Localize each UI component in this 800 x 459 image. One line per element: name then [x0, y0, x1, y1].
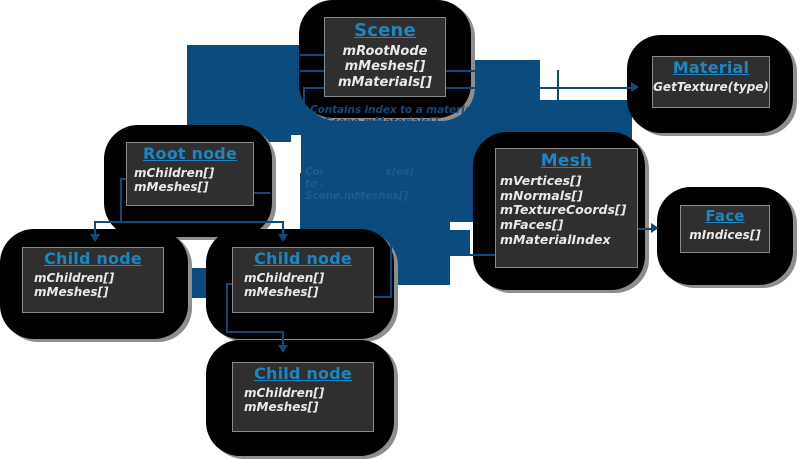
child-node-2-field-mmeshes: mMeshes[]	[244, 284, 319, 299]
note-material-index: Contains index to a material in Scene.mM…	[310, 104, 476, 128]
connector-child3-arrow	[278, 345, 288, 353]
node-panel-child-node-1[interactable]: Child node mChildren[] mMeshes[]	[22, 247, 164, 313]
blue-tab-mesh	[400, 230, 470, 254]
blue-tab-left	[188, 288, 222, 298]
scene-fields: mRootNode mMeshes[] mMaterials[]	[325, 44, 445, 90]
scene-field-mmeshes: mMeshes[]	[344, 59, 426, 75]
root-node-title: Root node	[142, 144, 237, 163]
mesh-title: Mesh	[540, 151, 593, 171]
connector-material-note-riser	[303, 87, 305, 113]
child-node-3-fields: mChildren[] mMeshes[]	[222, 386, 384, 414]
connector-child2-mmeshes-v	[390, 236, 392, 298]
node-panel-child-node-2[interactable]: Child node mChildren[] mMeshes[]	[232, 247, 374, 313]
material-field-gettexture: GetTexture(type)	[653, 79, 769, 94]
connector-child2-drop	[282, 221, 284, 237]
node-panel-material[interactable]: Material GetTexture(type)	[652, 56, 770, 108]
root-node-field-mmeshes: mMeshes[]	[134, 179, 209, 194]
scene-title: Scene	[354, 20, 416, 41]
material-fields: GetTexture(type)	[653, 80, 769, 94]
child-node-1-field-mmeshes: mMeshes[]	[34, 284, 109, 299]
child-node-1-field-mchildren: mChildren[]	[34, 270, 115, 285]
face-fields: mIndices[]	[681, 228, 769, 242]
child-node-3-field-mchildren: mChildren[]	[244, 385, 325, 400]
node-panel-root-node[interactable]: Root node mChildren[] mMeshes[]	[126, 142, 254, 206]
face-title: Face	[705, 207, 745, 225]
connector-scene-to-material-h	[424, 87, 634, 89]
connector-rootnode-children-h	[94, 221, 284, 223]
connector-child2-children-v	[226, 283, 228, 332]
connector-scene-to-material-arrow	[631, 82, 639, 92]
face-field-mindices: mIndices[]	[689, 227, 761, 242]
connector-scene-to-rootnode-arrow	[189, 115, 199, 123]
root-node-field-mchildren: mChildren[]	[134, 165, 215, 180]
connector-mesh-materialindex	[430, 254, 498, 256]
connector-child1-arrow	[90, 234, 100, 242]
mesh-field-mnormals: mNormals[]	[500, 187, 583, 203]
mesh-field-mfaces: mFaces[]	[500, 217, 564, 233]
connector-child2-children-h	[226, 331, 282, 333]
node-panel-child-node-3[interactable]: Child node mChildren[] mMeshes[]	[232, 362, 374, 432]
child-node-1-fields: mChildren[] mMeshes[]	[12, 271, 174, 299]
child-node-2-title: Child node	[254, 249, 352, 268]
connector-mesh-to-face-arrow	[651, 223, 659, 233]
scene-field-mrootnode: mRootNode	[342, 43, 428, 59]
connector-scene-mmaterials-left	[303, 87, 325, 89]
connector-scene-to-mesh-v	[557, 70, 559, 122]
mesh-fields: mVertices[] mNormals[] mTextureCoords[] …	[492, 172, 641, 248]
connector-child1-drop	[94, 221, 96, 237]
child-node-3-field-mmeshes: mMeshes[]	[244, 399, 319, 414]
mesh-field-mmaterialindex: mMaterialIndex	[500, 231, 611, 247]
blob-notch-a	[291, 135, 301, 173]
connector-scene-to-mesh-h	[424, 70, 540, 72]
note-mesh-index-occluder	[322, 166, 386, 192]
child-node-2-fields: mChildren[] mMeshes[]	[222, 271, 384, 299]
root-node-fields: mChildren[] mMeshes[]	[120, 166, 260, 194]
mesh-field-mtexturecoords: mTextureCoords[]	[500, 202, 627, 218]
connector-child3-drop	[282, 331, 284, 348]
node-panel-face[interactable]: Face mIndices[]	[680, 205, 770, 253]
material-title: Material	[672, 58, 750, 77]
connector-scene-to-rootnode-v	[193, 56, 195, 118]
connector-scene-mmeshes-left	[300, 70, 324, 72]
node-panel-mesh[interactable]: Mesh mVertices[] mNormals[] mTextureCoor…	[495, 148, 638, 268]
scene-field-mmaterials: mMaterials[]	[337, 74, 432, 90]
connector-scene-to-mesh-arrow	[553, 120, 563, 128]
node-panel-scene[interactable]: Scene mRootNode mMeshes[] mMaterials[]	[324, 17, 446, 97]
connector-scene-rootnode	[300, 54, 340, 56]
child-node-2-field-mchildren: mChildren[]	[244, 270, 325, 285]
child-node-3-title: Child node	[254, 364, 352, 383]
child-node-1-title: Child node	[44, 249, 142, 268]
connector-child2-arrow	[278, 234, 288, 242]
mesh-field-mvertices: mVertices[]	[500, 172, 582, 188]
connector-rootnode-children-v	[120, 178, 122, 222]
